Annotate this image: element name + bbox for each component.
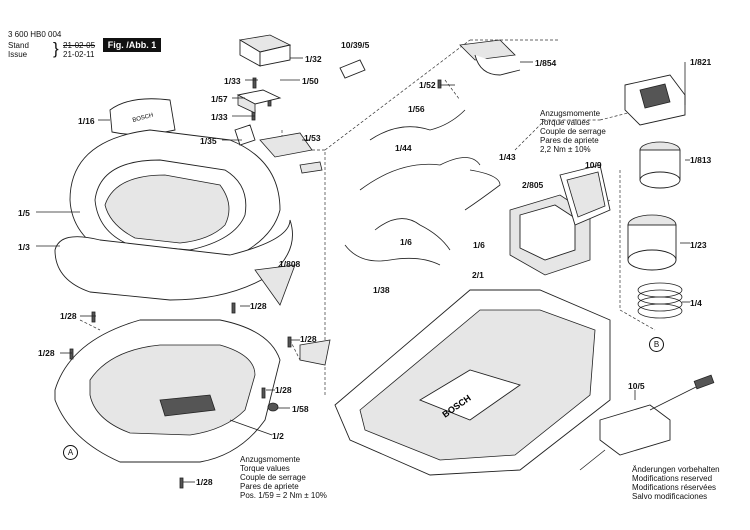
cover-logo-text: BOSCH [132, 113, 154, 124]
stand-date: 21-02-05 [63, 41, 96, 50]
callout-1-32: 1/32 [305, 54, 322, 64]
cable-1-6a [374, 218, 451, 251]
cable-1-56 [369, 109, 466, 141]
callout-1-28: 1/28 [60, 311, 77, 321]
callout-1-6: 1/6 [400, 237, 412, 247]
callout-1-38: 1/38 [373, 285, 390, 295]
callout-1-56: 1/56 [408, 104, 425, 114]
marker-a: A [63, 445, 78, 460]
callout-1-33: 1/33 [224, 76, 241, 86]
callout-1-44: 1/44 [395, 143, 412, 153]
torque-line: Pos. 1/59 = 2 Nm ± 10% [240, 491, 327, 500]
callout-1-821: 1/821 [690, 57, 712, 67]
callout-1-52: 1/52 [419, 80, 436, 90]
callout-1-33: 1/33 [211, 112, 228, 122]
changes-line: Modifications réservées [632, 483, 717, 492]
connector-plug [339, 59, 366, 79]
torque-line: Torque values [540, 118, 590, 127]
knob [267, 402, 279, 412]
cable-1-44 [359, 157, 481, 191]
seal-plate [259, 132, 313, 158]
callout-1-854: 1/854 [535, 58, 557, 68]
torque-line: Torque values [240, 464, 290, 473]
callout-1-808: 1/808 [279, 259, 301, 269]
callout-1-50: 1/50 [302, 76, 319, 86]
callout-1-23: 1/23 [690, 240, 707, 250]
cable-1-43 [464, 169, 501, 211]
callout-1-35: 1/35 [200, 136, 217, 146]
callout-1-28: 1/28 [300, 334, 317, 344]
issue-date: 21-02-11 [63, 50, 95, 59]
callout-1-58: 1/58 [292, 404, 309, 414]
callout-1-813: 1/813 [690, 155, 712, 165]
callout-1-43: 1/43 [499, 152, 516, 162]
logo-plate [109, 98, 176, 136]
callout-1-28: 1/28 [250, 301, 267, 311]
marker-b: B [649, 337, 664, 352]
torque-line: Couple de serrage [540, 127, 606, 136]
power-supply [599, 404, 671, 456]
spring [637, 282, 683, 319]
callout-1-53: 1/53 [304, 133, 321, 143]
foil-part [254, 264, 296, 306]
callout-10-5: 10/5 [628, 381, 645, 391]
screw-set [69, 77, 442, 489]
figure-label: Fig. /Abb. 1 [103, 38, 161, 52]
callout-1-16: 1/16 [78, 116, 95, 126]
antenna-module [459, 39, 516, 61]
torque-line: Anzugsmomente [540, 109, 601, 118]
callout-1-5: 1/5 [18, 208, 30, 218]
callout-1-3: 1/3 [18, 242, 30, 252]
base-shell [54, 219, 293, 301]
callout-2-805: 2/805 [522, 180, 544, 190]
brace-icon: } [53, 39, 59, 58]
torque-line: Anzugsmomente [240, 455, 301, 464]
leader-lines [36, 57, 690, 483]
torque-line: Pares de apriete [240, 482, 299, 491]
callout-2-1: 2/1 [472, 270, 484, 280]
doc-number: 3 600 HB0 004 [8, 30, 62, 39]
changes-line: Salvo modificaciones [632, 492, 708, 501]
changes-line: Modifications reserved [632, 474, 713, 483]
callout-10-9: 10/9 [585, 160, 602, 170]
switch [234, 124, 256, 146]
callout-1-2: 1/2 [272, 431, 284, 441]
changes-line: Änderungen vorbehalten [632, 465, 720, 474]
issue-label: Issue [8, 50, 28, 59]
torque-line: Couple de serrage [240, 473, 306, 482]
callout-1-28: 1/28 [38, 348, 55, 358]
callout-1-4: 1/4 [690, 298, 702, 308]
stand-label: Stand [8, 41, 29, 50]
cable-1-38 [344, 244, 441, 266]
callout-10-39-5: 10/39/5 [341, 40, 370, 50]
callout-1-28: 1/28 [275, 385, 292, 395]
callout-1-6: 1/6 [473, 240, 485, 250]
callout-1-28: 1/28 [196, 477, 213, 487]
torque-line: 2,2 Nm ± 10% [540, 145, 591, 154]
torque-line: Pares de apriete [540, 136, 599, 145]
callout-1-57: 1/57 [211, 94, 228, 104]
